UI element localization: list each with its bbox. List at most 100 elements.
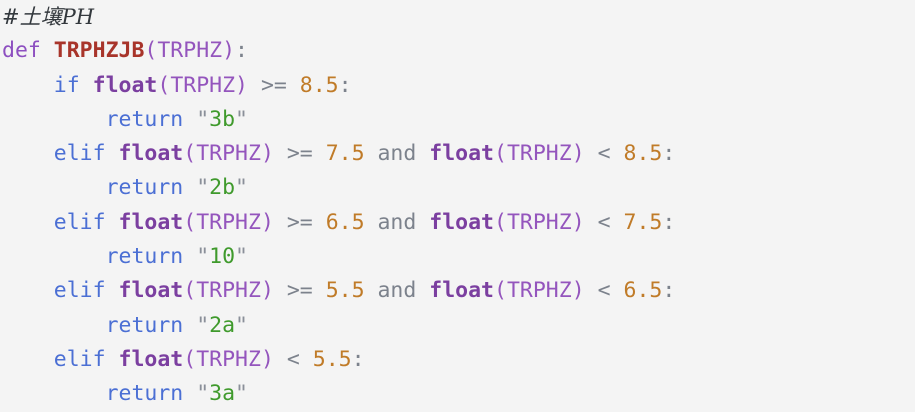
code-token-plain	[41, 38, 54, 63]
code-line[interactable]: if float(TRPHZ) >= 8.5:	[0, 69, 915, 103]
code-token-num: 7.5	[623, 209, 663, 235]
code-token-plain	[183, 107, 196, 132]
code-token-builtin: float	[118, 278, 184, 304]
code-token-quote: "	[235, 381, 248, 407]
code-token-plain	[313, 141, 326, 166]
code-token-str: 3a	[209, 381, 236, 407]
code-line[interactable]: return "10"	[0, 240, 915, 274]
code-token-paren: (	[183, 209, 197, 235]
indent-space	[2, 73, 54, 98]
code-token-kw: return	[105, 381, 184, 407]
code-token-paren: )	[571, 209, 585, 235]
code-token-arg: TRPHZ	[157, 38, 223, 64]
code-token-paren: (	[494, 209, 507, 235]
indent-space	[2, 278, 54, 303]
code-token-builtin: float	[429, 278, 495, 304]
code-token-paren: (	[183, 141, 197, 167]
code-line[interactable]: #土壤PH	[0, 0, 915, 34]
code-token-quote: "	[235, 106, 248, 132]
code-line[interactable]: elif float(TRPHZ) >= 7.5 and float(TRPHZ…	[0, 137, 915, 171]
code-token-plain	[274, 141, 287, 166]
code-token-paren: )	[222, 38, 236, 64]
code-token-plain	[585, 210, 598, 235]
code-token-kw: elif	[53, 278, 106, 304]
code-token-kw: elif	[53, 346, 106, 372]
code-token-builtin: float	[118, 141, 184, 167]
code-token-op: >=	[260, 72, 287, 98]
code-token-arg: TRPHZ	[170, 72, 236, 98]
code-token-plain	[416, 141, 429, 166]
code-token-plain	[274, 210, 287, 235]
code-token-kw: elif	[53, 141, 106, 167]
code-line[interactable]: elif float(TRPHZ) < 5.5:	[0, 343, 915, 377]
code-token-str: 3b	[209, 106, 236, 132]
code-token-quote: "	[235, 175, 248, 201]
code-token-plain	[106, 210, 119, 235]
code-line[interactable]: elif float(TRPHZ) >= 6.5 and float(TRPHZ…	[0, 206, 915, 240]
code-token-colon: :	[662, 141, 676, 167]
code-token-colon: :	[351, 346, 365, 372]
code-token-op: >=	[286, 278, 313, 304]
code-token-colon: :	[338, 72, 352, 98]
code-token-paren: (	[183, 278, 197, 304]
code-token-arg: TRPHZ	[506, 278, 572, 304]
code-token-paren: )	[571, 141, 585, 167]
code-token-kw: return	[105, 312, 184, 338]
code-token-arg: TRPHZ	[196, 209, 261, 235]
code-token-plain	[365, 278, 378, 303]
code-token-num: 8.5	[623, 141, 663, 167]
code-token-builtin: float	[92, 72, 158, 98]
code-token-op: and	[377, 209, 417, 235]
code-token-quote: "	[196, 175, 210, 201]
code-token-quote: "	[196, 312, 210, 338]
code-token-colon: :	[662, 209, 676, 235]
code-line[interactable]: def TRPHZJB(TRPHZ):	[0, 34, 915, 68]
code-token-paren: )	[260, 209, 274, 235]
code-token-paren: )	[260, 346, 274, 372]
code-token-plain	[183, 313, 196, 338]
code-token-arg: TRPHZ	[196, 141, 261, 167]
code-token-quote: "	[235, 312, 248, 338]
code-token-num: 6.5	[623, 278, 663, 304]
code-token-paren: )	[260, 278, 274, 304]
code-token-op: and	[377, 278, 417, 304]
code-line[interactable]: return "3b"	[0, 103, 915, 137]
code-token-plain	[183, 381, 196, 406]
code-token-kw: return	[105, 175, 184, 201]
code-token-plain	[313, 278, 326, 303]
code-token-plain	[585, 278, 598, 303]
code-line[interactable]: return "2a"	[0, 309, 915, 343]
code-token-plain	[416, 278, 429, 303]
indent-space	[2, 313, 106, 338]
code-token-op: <	[597, 141, 611, 167]
code-token-op: >=	[286, 209, 313, 235]
code-token-op: >=	[286, 141, 313, 167]
code-token-plain	[287, 73, 300, 98]
code-token-plain	[106, 278, 119, 303]
code-token-comment: #土壤PH	[2, 5, 95, 29]
code-token-num: 8.5	[299, 72, 339, 98]
code-token-plain	[183, 244, 196, 269]
code-token-plain	[300, 347, 313, 372]
code-token-arg: TRPHZ	[506, 209, 572, 235]
code-token-op: <	[286, 346, 300, 372]
code-token-plain	[365, 210, 378, 235]
code-token-builtin: float	[118, 209, 184, 235]
code-token-quote: "	[196, 244, 210, 270]
code-token-plain	[365, 141, 378, 166]
code-token-plain	[80, 73, 93, 98]
code-line[interactable]: return "2b"	[0, 171, 915, 205]
code-token-arg: TRPHZ	[506, 141, 572, 167]
code-token-builtin: float	[429, 209, 495, 235]
code-token-num: 5.5	[325, 278, 365, 304]
code-token-fnname: TRPHZJB	[53, 38, 145, 64]
code-token-paren: (	[494, 278, 507, 304]
code-token-paren: )	[235, 72, 248, 98]
code-token-kw: if	[53, 72, 80, 98]
code-line[interactable]: return "3a"	[0, 377, 915, 411]
code-token-builtin: float	[429, 141, 495, 167]
code-token-colon: :	[235, 38, 248, 64]
code-token-plain	[611, 210, 624, 235]
code-line[interactable]: elif float(TRPHZ) >= 5.5 and float(TRPHZ…	[0, 274, 915, 308]
